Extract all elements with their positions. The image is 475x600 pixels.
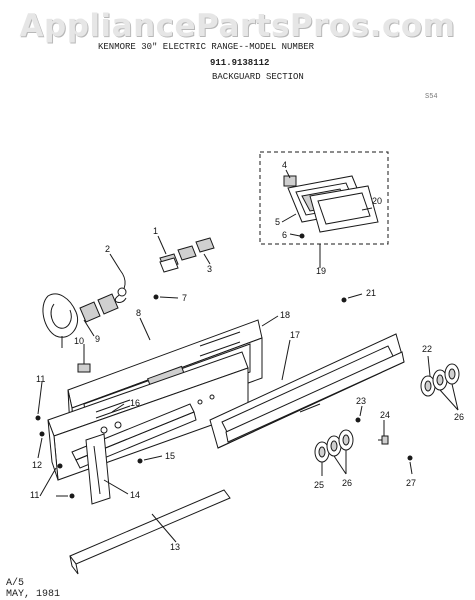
callout-27: 27 — [406, 478, 416, 488]
callout-2: 2 — [105, 244, 110, 254]
trim-strip — [225, 351, 405, 443]
leader-lines — [37, 169, 459, 543]
callout-26a: 26 — [342, 478, 352, 488]
callout-14: 14 — [130, 490, 140, 500]
callout-8: 8 — [136, 308, 141, 318]
callout-labels: 1 2 3 4 5 6 7 8 9 10 11 12 13 14 15 16 1… — [30, 160, 464, 552]
callout-7: 7 — [182, 293, 187, 303]
callout-18: 18 — [280, 310, 290, 320]
callout-17: 17 — [290, 330, 300, 340]
callout-24: 24 — [380, 410, 390, 420]
lower-bracket — [71, 403, 197, 505]
callout-11b: 11 — [30, 490, 39, 500]
callout-15: 15 — [165, 451, 175, 461]
callout-13: 13 — [170, 542, 180, 552]
callout-20: 20 — [372, 196, 382, 206]
clock-and-harness — [42, 269, 127, 348]
callout-1: 1 — [153, 226, 158, 236]
callout-10: 10 — [74, 336, 84, 346]
header-title: KENMORE 30" ELECTRIC RANGE--MODEL NUMBER — [98, 42, 315, 52]
callout-5: 5 — [275, 217, 280, 227]
callout-12: 12 — [32, 460, 42, 470]
callout-26b: 26 — [454, 412, 464, 422]
callout-11a: 11 — [36, 374, 45, 384]
callout-21: 21 — [366, 288, 376, 298]
callout-3: 3 — [207, 264, 212, 274]
callout-22: 22 — [422, 344, 432, 354]
callout-19: 19 — [316, 266, 326, 276]
screw-7 — [153, 294, 159, 300]
callout-4: 4 — [282, 160, 287, 170]
knob-set-lower — [314, 429, 354, 463]
callout-9: 9 — [95, 334, 100, 344]
callout-6: 6 — [282, 230, 287, 240]
model-number: 911.9138112 — [210, 58, 270, 68]
inset-box — [259, 151, 389, 268]
footer-date: MAY, 1981 — [6, 589, 61, 600]
bottom-channel — [69, 489, 231, 575]
knob-set-upper — [420, 363, 460, 397]
corner-code: S54 — [425, 93, 438, 101]
clip-24 — [378, 435, 389, 445]
push-buttons — [159, 237, 215, 273]
screws — [35, 297, 413, 499]
footer-rev: A/5 — [6, 578, 25, 589]
callout-25: 25 — [314, 480, 324, 490]
watermark: AppliancePartsPros.com — [19, 8, 456, 44]
section-title: BACKGUARD SECTION — [212, 72, 304, 82]
callout-16: 16 — [130, 398, 140, 408]
callout-23: 23 — [356, 396, 366, 406]
